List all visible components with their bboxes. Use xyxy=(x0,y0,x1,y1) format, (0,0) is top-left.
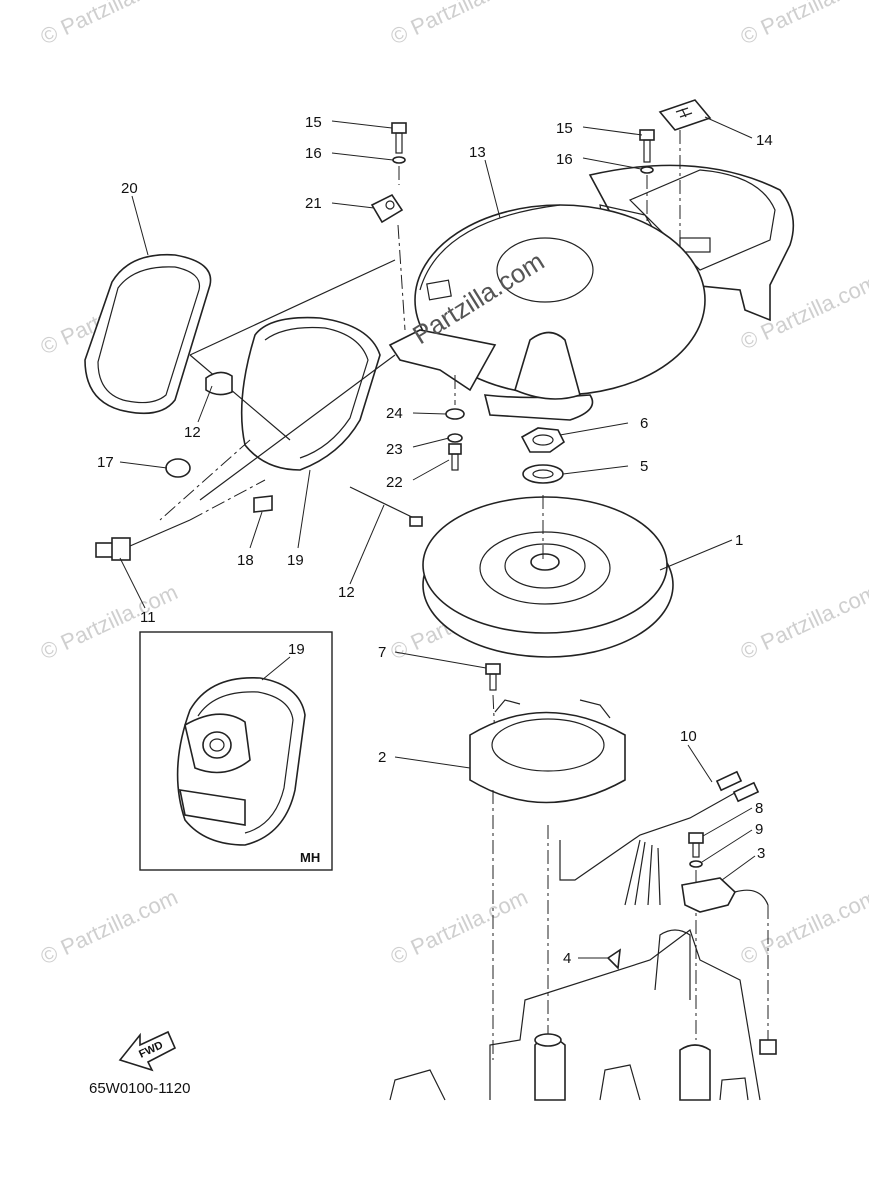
part-5-washer xyxy=(522,464,564,484)
callout-8: 8 xyxy=(755,800,763,817)
part-2-stator xyxy=(469,699,626,1060)
watermark: © Partzilla.com xyxy=(37,0,182,50)
callout-19b: 19 xyxy=(288,641,305,658)
part-14-decal xyxy=(658,99,712,240)
part-4-clip xyxy=(606,948,621,970)
part-15-bolt-right xyxy=(639,129,655,225)
callout-5: 5 xyxy=(640,458,648,475)
watermark: © Partzilla.com xyxy=(37,884,182,969)
fwd-arrow-icon: FWD xyxy=(118,1030,177,1072)
part-19-silencer xyxy=(159,259,396,521)
part-15-bolt-left xyxy=(391,122,407,185)
part-24-washer xyxy=(445,408,465,420)
leader-lines xyxy=(119,116,756,959)
callout-numbers: 1 2 3 4 5 6 7 8 9 10 11 12 12 13 14 15 1… xyxy=(97,114,773,967)
callout-16a: 16 xyxy=(305,145,322,162)
callout-10: 10 xyxy=(680,728,697,745)
callout-17: 17 xyxy=(97,454,114,471)
part-12-grommet xyxy=(205,371,233,396)
callout-19a: 19 xyxy=(287,552,304,569)
callout-13: 13 xyxy=(469,144,486,161)
part-11-sensor xyxy=(95,479,266,561)
callout-15b: 15 xyxy=(556,120,573,137)
watermark-layer: © Partzilla.com © Partzilla.com © Partzi… xyxy=(37,0,869,970)
callout-23: 23 xyxy=(386,441,403,458)
callout-6: 6 xyxy=(640,415,648,432)
part-22-bolt xyxy=(448,375,462,471)
callout-4: 4 xyxy=(563,950,571,967)
watermark: © Partzilla.com xyxy=(737,0,869,50)
callout-2: 2 xyxy=(378,749,386,766)
drawing-code: 65W0100-1120 xyxy=(89,1080,190,1097)
part-1-flywheel xyxy=(422,495,674,658)
callout-16b: 16 xyxy=(556,151,573,168)
part-18-pad xyxy=(253,495,273,513)
callout-18: 18 xyxy=(237,552,254,569)
callout-22: 22 xyxy=(386,474,403,491)
watermark: © Partzilla.com xyxy=(737,579,869,664)
watermark: © Partzilla.com xyxy=(37,579,182,664)
inset-mh-box: MH xyxy=(139,631,333,871)
callout-9: 9 xyxy=(755,821,763,838)
callout-15a: 15 xyxy=(305,114,322,131)
part-8-bolt xyxy=(688,832,704,858)
powerhead-base xyxy=(389,929,761,1101)
callout-21: 21 xyxy=(305,195,322,212)
callout-7: 7 xyxy=(378,644,386,661)
callout-12a: 12 xyxy=(184,424,201,441)
callout-24: 24 xyxy=(386,405,403,422)
part-6-nut xyxy=(520,427,566,453)
watermark: © Partzilla.com xyxy=(387,884,532,969)
part-21-clamp xyxy=(370,193,406,331)
part-23-washer xyxy=(447,433,463,443)
callout-20: 20 xyxy=(121,180,138,197)
inset-label: MH xyxy=(300,850,320,865)
part-12-cable-tie xyxy=(349,486,423,527)
callout-14: 14 xyxy=(756,132,773,149)
watermark: © Partzilla.com xyxy=(737,884,869,969)
watermark: © Partzilla.com xyxy=(387,0,532,50)
part-17-cap xyxy=(165,458,191,478)
part-20-gasket xyxy=(84,253,212,415)
part-10-lead-wire xyxy=(559,770,760,906)
part-13-flywheel-cover: Partzilla.com xyxy=(388,164,795,421)
part-3-pulser-coil xyxy=(681,877,777,1055)
callout-12b: 12 xyxy=(338,584,355,601)
callout-11: 11 xyxy=(140,609,156,626)
callout-1: 1 xyxy=(735,532,743,549)
callout-3: 3 xyxy=(757,845,765,862)
